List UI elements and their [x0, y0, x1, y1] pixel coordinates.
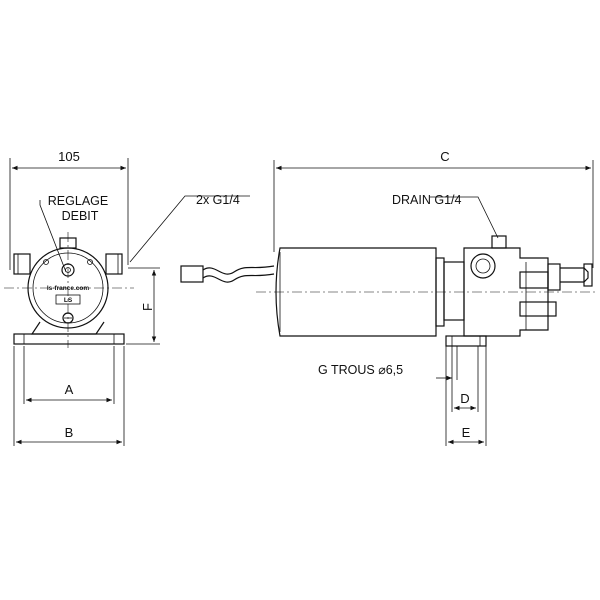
- dim-label-e: E: [462, 425, 471, 440]
- trous-label: G TROUS ⌀6,5: [318, 363, 403, 377]
- side-port-inner: [475, 258, 491, 274]
- dim-label-d: D: [460, 391, 469, 406]
- drain-port: [491, 235, 507, 249]
- ports-leader: [129, 195, 250, 263]
- dim-label-c: C: [440, 149, 449, 164]
- dim-label-b: B: [65, 425, 74, 440]
- base-plate: [13, 333, 125, 345]
- left-port: [13, 253, 31, 275]
- logo-mark: LS: [64, 297, 73, 304]
- side-port: [470, 253, 496, 279]
- dim-label-105: 105: [58, 149, 80, 164]
- adjust-knob: [560, 267, 589, 283]
- bolt-icon: [43, 259, 49, 265]
- pump-adapter: [443, 261, 465, 321]
- motor-body: [275, 247, 437, 337]
- cable-wire-upper: [202, 265, 275, 275]
- reglage-label: REGLAGE: [48, 194, 108, 208]
- cable-wire-lower: [202, 273, 275, 283]
- bolt-icon: [87, 259, 93, 265]
- adjust-knob-cap: [583, 263, 593, 287]
- debit-label: DEBIT: [62, 209, 99, 223]
- ports-label: 2x G1/4: [196, 193, 240, 207]
- cable-connector: [180, 265, 204, 283]
- front-view: 105 REGLAGE DEBIT 2x G1/4 ls-france.com …: [4, 149, 250, 446]
- dim-label-f: F: [140, 303, 155, 311]
- side-view: C DRAIN G1/4: [180, 149, 596, 446]
- adjust-knob-body: [547, 263, 561, 291]
- drain-label: DRAIN G1/4: [392, 193, 462, 207]
- side-base: [445, 335, 487, 347]
- drain-leader: [430, 196, 499, 239]
- right-port: [105, 253, 123, 275]
- dim-label-a: A: [65, 382, 74, 397]
- head-flange-lower: [519, 301, 557, 317]
- head-flange-upper: [519, 271, 549, 289]
